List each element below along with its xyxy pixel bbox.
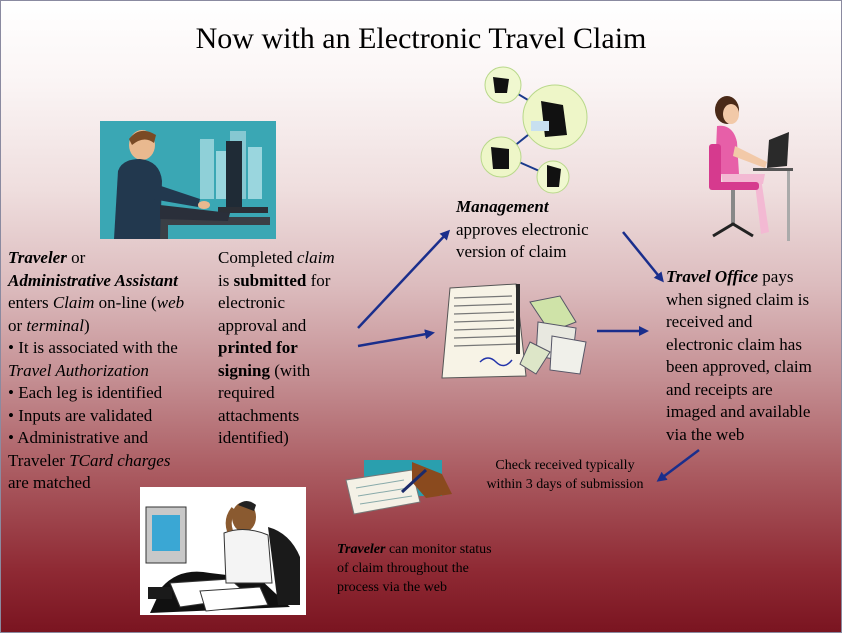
- management-description: Management approves electronic version o…: [456, 197, 589, 261]
- management-network-illustration: [480, 66, 588, 194]
- travel-office-description: Travel Office pays when signed claim is …: [666, 267, 812, 444]
- slide-title: Now with an Electronic Travel Claim: [195, 22, 647, 55]
- traveler-at-computer-illustration: [100, 121, 276, 239]
- check-received-note: Check received typically within 3 days o…: [486, 458, 644, 492]
- monitor-status-note: Traveler can monitor status of claim thr…: [337, 542, 492, 595]
- arrow-to-management: [357, 229, 451, 329]
- arrow-to-check: [656, 449, 700, 482]
- arrow-to-papers: [357, 329, 435, 348]
- travel-office-woman-illustration: [709, 96, 793, 241]
- arrow-management-to-travel-office: [622, 231, 664, 283]
- check-signing-illustration: [345, 460, 452, 515]
- traveler-monitoring-illustration: [140, 487, 306, 615]
- claim-submitted-description: Completed claim is submitted for electro…: [218, 248, 335, 447]
- claim-papers-illustration: [441, 283, 587, 379]
- traveler-description: Traveler or Administrative Assistant ent…: [8, 248, 185, 492]
